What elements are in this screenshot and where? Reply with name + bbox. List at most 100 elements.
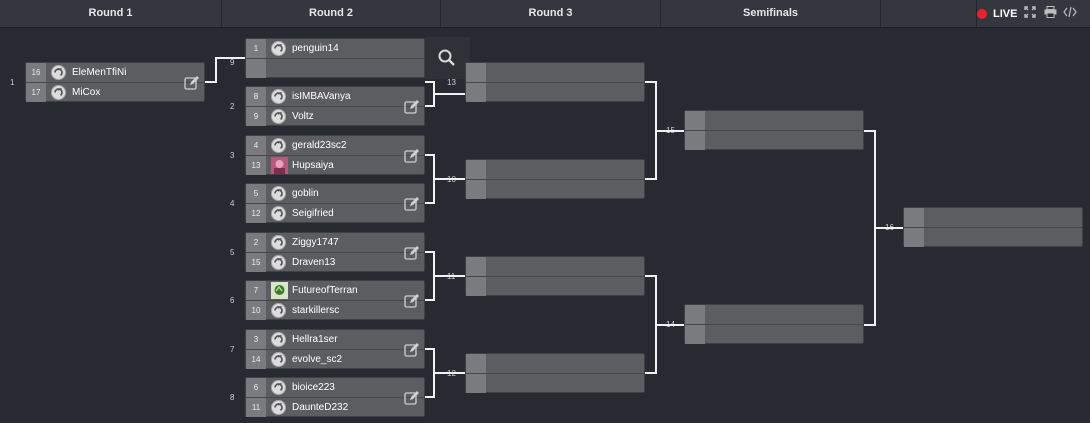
player-name[interactable]: Ziggy1747 <box>292 237 339 248</box>
player-slot-top[interactable] <box>466 63 644 83</box>
edit-match-icon[interactable] <box>404 342 420 358</box>
match-16[interactable] <box>903 207 1083 247</box>
seed-number <box>904 228 924 247</box>
race-icon <box>271 332 286 347</box>
edit-match-icon[interactable] <box>404 245 420 261</box>
player-slot-bottom[interactable] <box>466 277 644 296</box>
player-name[interactable]: Hupsaiya <box>292 160 334 171</box>
player-slot-top[interactable] <box>466 160 644 180</box>
race-icon <box>51 65 66 80</box>
player-name[interactable]: gerald23sc2 <box>292 140 347 151</box>
player-name[interactable]: Hellra1ser <box>292 334 338 345</box>
print-icon[interactable] <box>1043 6 1057 21</box>
player-slot-bottom[interactable]: 9 Voltz <box>246 107 424 126</box>
round-1-header: Round 1 <box>0 0 222 27</box>
player-name[interactable]: Voltz <box>292 111 314 122</box>
player-slot-bottom[interactable] <box>466 180 644 199</box>
player-name[interactable]: isIMBAVanya <box>292 91 351 102</box>
player-name[interactable]: EleMenTfiNi <box>72 67 127 78</box>
seed-number: 9 <box>246 107 266 126</box>
seed-number: 16 <box>26 63 46 82</box>
live-dot-icon <box>977 8 987 19</box>
match-15[interactable] <box>684 110 864 150</box>
player-name[interactable]: starkillersc <box>292 305 340 316</box>
edit-match-icon[interactable] <box>404 196 420 212</box>
player-slot-bottom[interactable] <box>685 131 863 150</box>
player-slot-bottom[interactable] <box>466 374 644 393</box>
match-14[interactable] <box>684 304 864 344</box>
player-slot-top[interactable]: 1 penguin14 <box>246 39 424 59</box>
match-number: 1 <box>10 78 15 87</box>
bracket-connector <box>874 227 903 229</box>
player-name[interactable]: Seigifried <box>292 208 334 219</box>
search-button[interactable] <box>425 37 470 79</box>
player-name[interactable]: DaunteD232 <box>292 402 349 413</box>
race-icon <box>271 235 286 250</box>
bracket-connector <box>645 275 655 277</box>
player-slot-top[interactable] <box>904 208 1082 228</box>
player-name[interactable]: MiCox <box>72 87 101 98</box>
match-12[interactable] <box>465 353 645 393</box>
player-slot-top[interactable] <box>466 354 644 374</box>
player-slot-top[interactable] <box>685 111 863 131</box>
match-11[interactable] <box>465 256 645 296</box>
player-slot-top[interactable] <box>685 305 863 325</box>
player-slot-bottom[interactable]: 15 Draven13 <box>246 253 424 272</box>
player-name[interactable]: FutureofTerran <box>292 285 358 296</box>
seed-number: 17 <box>26 83 46 102</box>
match-5[interactable]: 2 Ziggy1747 15 Draven13 <box>245 232 425 272</box>
player-slot-top[interactable] <box>466 257 644 277</box>
edit-match-icon[interactable] <box>404 293 420 309</box>
embed-code-icon[interactable] <box>1063 6 1078 21</box>
live-label[interactable]: LIVE <box>993 7 1018 20</box>
match-13[interactable] <box>465 62 645 102</box>
fullscreen-icon[interactable] <box>1023 6 1037 21</box>
player-slot-bottom[interactable]: 17 MiCox <box>26 83 204 102</box>
edit-match-icon[interactable] <box>404 390 420 406</box>
round-2-header: Round 2 <box>222 0 441 27</box>
player-slot-bottom[interactable] <box>904 228 1082 247</box>
player-slot-bottom[interactable] <box>246 59 424 78</box>
seed-number: 15 <box>246 253 266 272</box>
edit-match-icon[interactable] <box>184 75 200 91</box>
match-1[interactable]: 16 EleMenTfiNi 17 MiCox <box>25 62 205 102</box>
match-10[interactable] <box>465 159 645 199</box>
player-slot-bottom[interactable] <box>466 83 644 102</box>
player-slot-top[interactable]: 2 Ziggy1747 <box>246 233 424 253</box>
race-icon <box>271 380 286 395</box>
player-name[interactable]: Draven13 <box>292 257 336 268</box>
seed-number: 1 <box>246 39 266 58</box>
match-9[interactable]: 1 penguin14 <box>245 38 425 78</box>
edit-match-icon[interactable] <box>404 148 420 164</box>
player-slot-bottom[interactable] <box>685 325 863 344</box>
seed-number: 2 <box>246 233 266 252</box>
seed-number <box>466 277 486 296</box>
player-name[interactable]: bioice223 <box>292 382 335 393</box>
player-name[interactable]: penguin14 <box>292 43 339 54</box>
player-slot-top[interactable]: 16 EleMenTfiNi <box>26 63 204 83</box>
match-number: 13 <box>447 78 456 87</box>
bracket-connector <box>215 57 217 83</box>
edit-match-icon[interactable] <box>404 99 420 115</box>
race-icon <box>271 352 286 367</box>
player-name[interactable]: evolve_sc2 <box>292 354 343 365</box>
bracket-connector <box>433 178 465 180</box>
player-name[interactable]: goblin <box>292 188 319 199</box>
